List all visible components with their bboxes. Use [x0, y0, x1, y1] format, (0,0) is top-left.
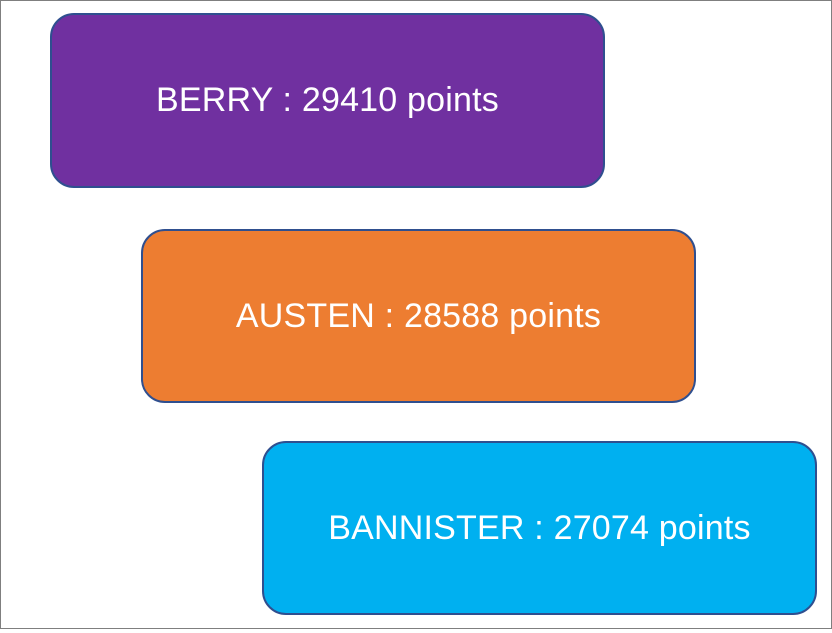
score-box-austen: AUSTEN : 28588 points [141, 229, 696, 403]
score-box-berry: BERRY : 29410 points [50, 13, 605, 188]
score-label-austen: AUSTEN : 28588 points [235, 296, 602, 335]
score-label-berry: BERRY : 29410 points [156, 81, 499, 119]
score-box-bannister: BANNISTER : 27074 points [262, 441, 817, 615]
score-label-bannister: BANNISTER : 27074 points [328, 508, 751, 547]
